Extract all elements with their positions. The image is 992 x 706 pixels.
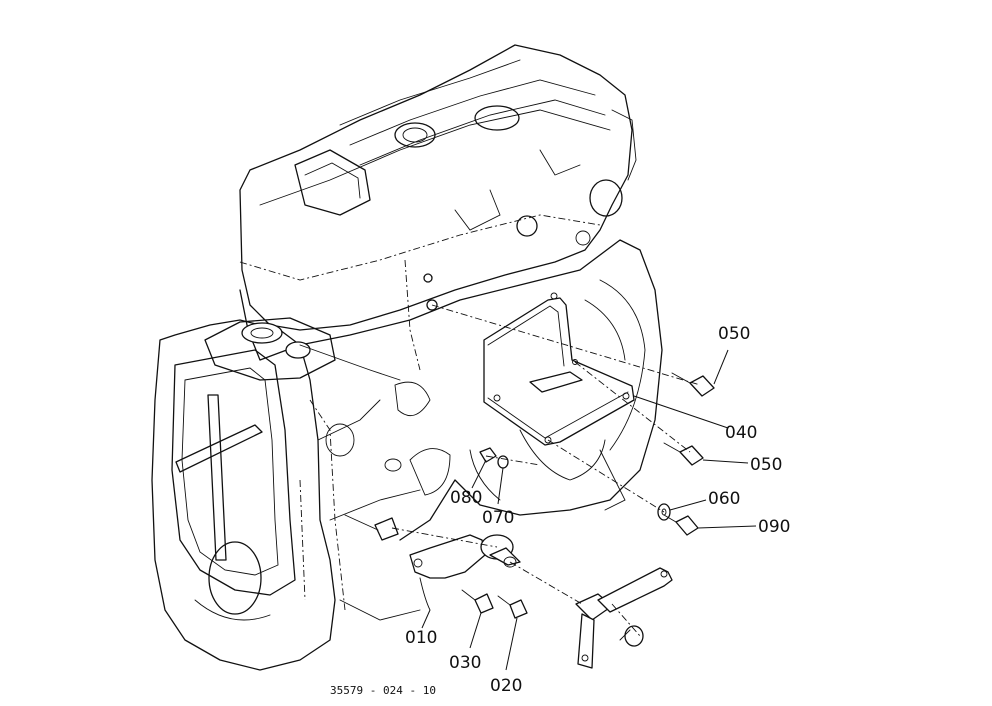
bolt-050-upper — [671, 372, 715, 397]
bolt-090 — [663, 514, 699, 536]
bracket-040 — [483, 292, 635, 446]
drawing-number: 35579 - 024 - 10 — [330, 684, 436, 697]
lever-010 — [344, 514, 521, 611]
callout-080: 080 — [450, 488, 482, 508]
assembly-lines — [391, 304, 701, 637]
link-arm — [575, 567, 673, 669]
callout-050-lower: 050 — [750, 455, 782, 475]
callout-010: 010 — [405, 628, 437, 648]
callout-030: 030 — [449, 653, 481, 673]
callout-040: 040 — [725, 423, 757, 443]
washer-070 — [497, 455, 509, 469]
nut-080 — [479, 447, 497, 463]
bolt-050-lower — [663, 442, 704, 466]
callout-070: 070 — [482, 508, 514, 528]
leader-lines — [421, 349, 757, 671]
callout-090: 090 — [758, 517, 790, 537]
engine-block — [151, 44, 663, 671]
callout-020: 020 — [490, 676, 522, 696]
bolt-030 — [461, 589, 494, 614]
callout-050-upper: 050 — [718, 324, 750, 344]
bolt-020 — [497, 595, 528, 619]
callout-060: 060 — [708, 489, 740, 509]
callouts: 050 040 050 060 090 080 070 010 030 020 — [405, 324, 790, 696]
